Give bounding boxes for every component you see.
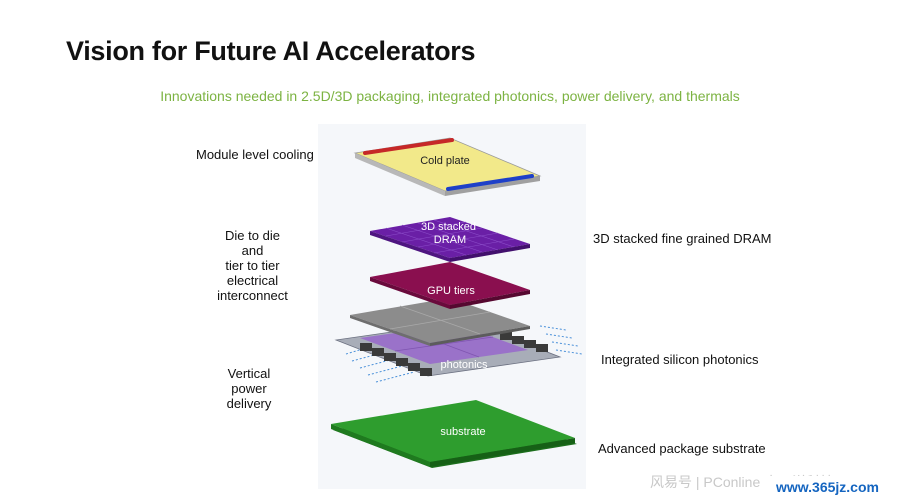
label-integrated-silicon-photonics: Integrated silicon photonics	[601, 352, 759, 367]
label-vertical-power-delivery: Vertical power delivery	[226, 366, 272, 411]
coolant-inlet-red	[363, 138, 454, 155]
dram-label: 3D stacked DRAM	[421, 221, 479, 246]
slide-subtitle: Innovations needed in 2.5D/3D packaging,…	[160, 88, 740, 104]
photonics-label: photonics	[440, 359, 488, 371]
dram-layer: 3D stacked DRAM	[370, 217, 530, 262]
label-advanced-package-substrate: Advanced package substrate	[598, 441, 766, 456]
site-watermark: www.365jz.com	[760, 476, 900, 501]
photonic-fiber-array-right	[539, 325, 583, 355]
cold-plate-label: Cold plate	[420, 155, 470, 167]
cold-plate-layer: Cold plate	[353, 137, 542, 196]
coolant-outlet-blue	[446, 174, 534, 191]
optical-chiplets-left	[360, 343, 432, 376]
site-watermark-text: www.365jz.com	[776, 479, 879, 495]
label-die-to-die-interconnect: Die to die and tier to tier electrical i…	[217, 228, 288, 303]
substrate-layer: substrate	[331, 400, 577, 468]
substrate-label: substrate	[440, 426, 485, 438]
gpu-tiers-label: GPU tiers	[427, 285, 475, 297]
logic-tier-layer	[350, 298, 530, 346]
slide-title: Vision for Future AI Accelerators	[66, 36, 476, 66]
gpu-tiers-layer: GPU tiers	[370, 262, 530, 309]
dram-grid	[385, 219, 515, 256]
optical-chiplets-right	[500, 332, 548, 352]
label-module-level-cooling: Module level cooling	[196, 147, 314, 162]
label-3d-stacked-dram: 3D stacked fine grained DRAM	[593, 231, 772, 246]
photonics-layer: photonics	[334, 320, 583, 383]
